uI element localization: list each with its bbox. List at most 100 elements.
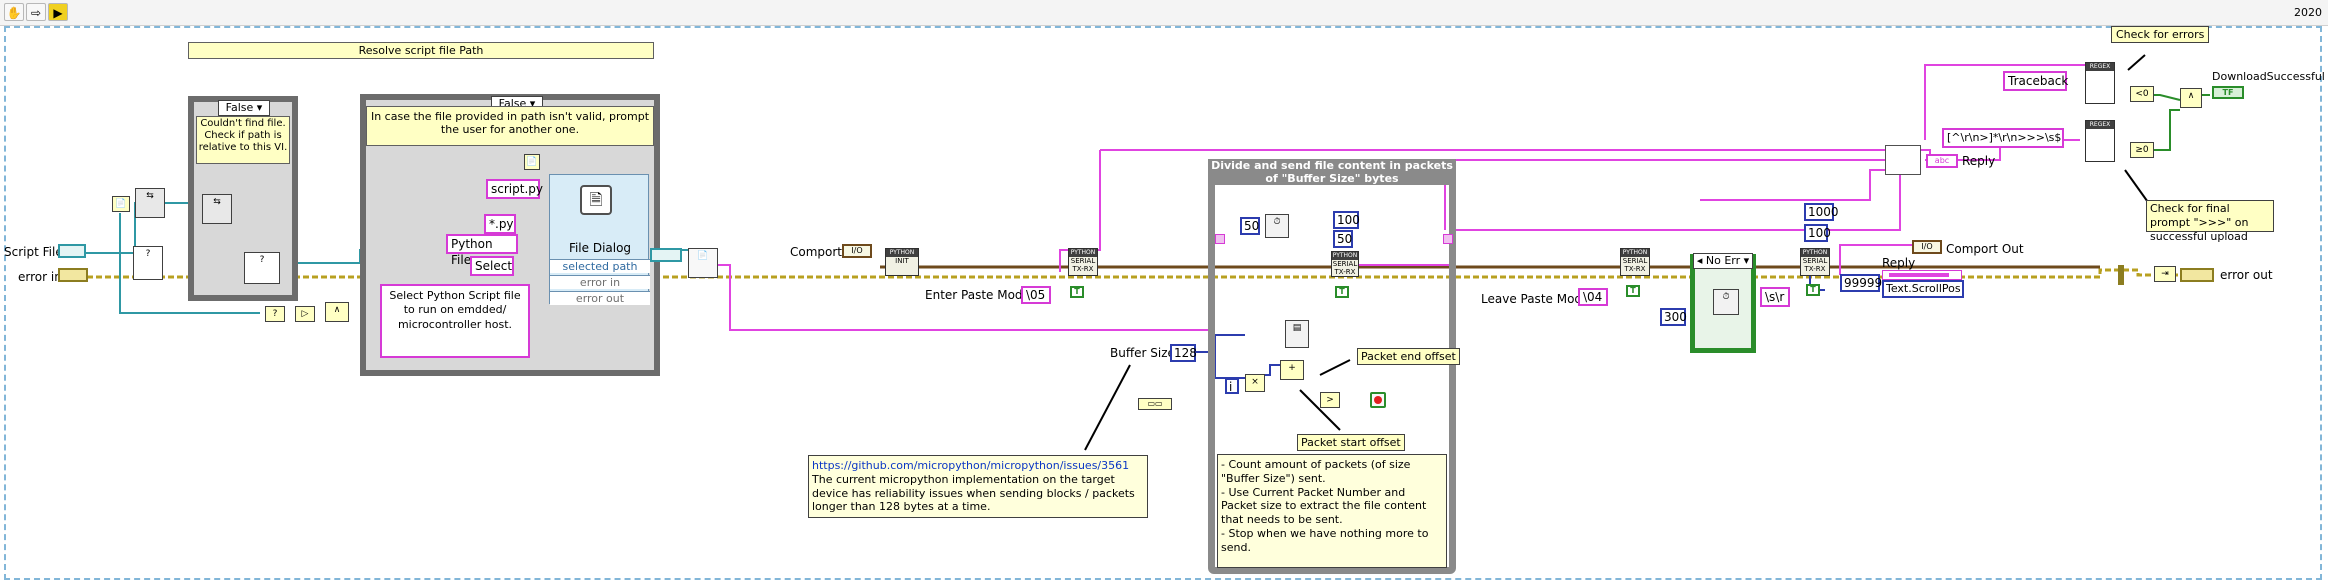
string-subset-icon: ▤ bbox=[1285, 320, 1309, 348]
reply2-label: Reply bbox=[1962, 154, 1996, 168]
select-script-note: Select Python Script file to run on emdd… bbox=[380, 284, 530, 358]
stop-icon bbox=[1374, 396, 1382, 404]
wait-300-const: 300 bbox=[1660, 308, 1687, 326]
error-merge-bar bbox=[2118, 265, 2124, 285]
strip-path-icon: ⇆ bbox=[135, 188, 165, 218]
not-icon: ? bbox=[265, 306, 285, 322]
enter-code-const: \05 bbox=[1021, 286, 1051, 304]
greater-icon: > bbox=[1320, 392, 1340, 408]
while-loop: Divide and send file content in packets … bbox=[1208, 159, 1460, 574]
true-const-1: T bbox=[1070, 286, 1084, 298]
diagram-border bbox=[4, 26, 2322, 580]
shift-register-right bbox=[1443, 234, 1453, 244]
download-ok-label: DownloadSuccessful bbox=[2212, 70, 2325, 83]
file-check-icon: ? bbox=[244, 252, 280, 284]
reply-property-bar bbox=[1889, 273, 1949, 277]
path-control[interactable] bbox=[58, 244, 86, 258]
comport-control[interactable]: I/O bbox=[842, 244, 872, 258]
toolbar: ✋ ⇨ ▶ 2020 bbox=[0, 0, 2328, 26]
script-file-label: Script File bbox=[4, 245, 63, 259]
regex-const: [^\r\n>]*\r\n>>>\s$ bbox=[1942, 128, 2064, 148]
multiply-icon: × bbox=[1245, 374, 1265, 392]
const-100b: 100 bbox=[1804, 224, 1831, 242]
check-prompt-label: Check for final prompt ">>>" on successf… bbox=[2146, 200, 2274, 243]
select-const: Select bbox=[470, 256, 514, 276]
star-py-const: *.py bbox=[484, 214, 516, 234]
leave-code-const: \04 bbox=[1578, 288, 1608, 306]
file-dialog-icon: 🗎 bbox=[580, 185, 612, 215]
stop-terminal[interactable] bbox=[1370, 392, 1386, 408]
wait-300-icon: ⏱ bbox=[1713, 289, 1739, 315]
match-regex-vi-2[interactable]: REGEX bbox=[2085, 120, 2115, 162]
text-scrollpos-node[interactable]: Text.ScrollPos bbox=[1882, 280, 1964, 298]
reply-property-node[interactable] bbox=[1882, 270, 1962, 280]
noerr-selector[interactable]: ◂ No Err ▾ bbox=[1693, 253, 1753, 269]
loop-title: Divide and send file content in packets … bbox=[1208, 159, 1456, 185]
arrow-icon[interactable]: ⇨ bbox=[26, 3, 46, 21]
wait-icon: ⏱ bbox=[1265, 214, 1289, 238]
comport-label: Comport bbox=[790, 245, 843, 259]
const-50: 50 bbox=[1333, 230, 1353, 248]
case1-note: Couldn't find file. Check if path is rel… bbox=[196, 116, 290, 164]
file-dialog-vi[interactable]: 🗎 File Dialog selected path error in err… bbox=[549, 174, 650, 305]
loop-note: - Count amount of packets (of size "Buff… bbox=[1217, 454, 1447, 568]
file-exists-icon: ? bbox=[133, 246, 163, 280]
error-in-control[interactable] bbox=[58, 268, 88, 282]
lt-zero-icon: <0 bbox=[2130, 86, 2154, 102]
path-const-icon: 📄 bbox=[524, 154, 540, 170]
merge-errors-icon: ⇥ bbox=[2154, 266, 2176, 282]
add-icon: + bbox=[1280, 360, 1304, 380]
slash-r-const: \s\r bbox=[1760, 287, 1790, 307]
python-files-const: Python Files bbox=[446, 234, 518, 267]
true-const-2: T bbox=[1335, 286, 1349, 298]
dlg-error-in-terminal[interactable]: error in bbox=[550, 275, 650, 289]
const-1000: 1000 bbox=[1804, 203, 1839, 221]
github-link[interactable]: https://github.com/micropython/micropyth… bbox=[812, 459, 1130, 472]
error-out-label: error out bbox=[2220, 268, 2273, 282]
check-errors-label: Check for errors bbox=[2111, 26, 2210, 43]
buffer-size-const: 128 bbox=[1170, 344, 1197, 362]
case-structure-1: False ▾ Couldn't find file. Check if pat… bbox=[188, 96, 298, 301]
packet-end-label: Packet end offset bbox=[1357, 348, 1460, 365]
packet-start-label: Packet start offset bbox=[1297, 434, 1405, 451]
wait-const: 50 bbox=[1240, 217, 1260, 235]
ge-zero-icon: ≥0 bbox=[2130, 142, 2154, 158]
compare-icon: ▷ bbox=[295, 306, 315, 322]
true-const-4: T bbox=[1806, 284, 1820, 296]
path-indicator bbox=[650, 248, 682, 262]
file-dialog-label: File Dialog bbox=[568, 241, 632, 255]
error-out-indicator bbox=[2180, 268, 2214, 282]
run-arrow-icon[interactable]: ▶ bbox=[48, 3, 68, 21]
and-icon: ∧ bbox=[325, 302, 349, 322]
version-label: 2020 bbox=[2294, 6, 2322, 19]
script-py-const: script.py bbox=[486, 179, 543, 199]
folder-icon: 📄 bbox=[112, 196, 130, 212]
case2-note: In case the file provided in path isn't … bbox=[366, 106, 654, 146]
case-structure-2: False ▾ In case the file provided in pat… bbox=[360, 94, 660, 376]
comport-out-label: Comport Out bbox=[1946, 242, 2024, 256]
hand-icon[interactable]: ✋ bbox=[4, 3, 24, 21]
comport-out-indicator: I/O bbox=[1912, 240, 1942, 254]
case1-selector[interactable]: False ▾ bbox=[218, 100, 270, 116]
enter-paste-label: Enter Paste Mode bbox=[925, 288, 1030, 302]
error-in-label: error in bbox=[18, 270, 62, 284]
traceback-const: Traceback bbox=[2003, 71, 2068, 91]
download-ok-indicator: TF bbox=[2212, 86, 2244, 99]
match-regex-vi-1[interactable]: REGEX bbox=[2085, 62, 2115, 104]
resolve-path-label: Resolve script file Path bbox=[188, 42, 654, 59]
const-100: 100 bbox=[1333, 211, 1360, 229]
leave-paste-label: Leave Paste Mode bbox=[1481, 292, 1590, 306]
dlg-error-out-terminal[interactable]: error out bbox=[550, 291, 650, 305]
buffer-size-label: Buffer Size bbox=[1110, 346, 1175, 360]
const-99999: 99999 bbox=[1840, 274, 1882, 292]
selected-path-terminal[interactable]: selected path bbox=[550, 259, 650, 273]
build-path-icon: ⇆ bbox=[202, 194, 232, 224]
true-const-3: T bbox=[1626, 285, 1640, 297]
bundle-icon: ▭▭ bbox=[1138, 398, 1172, 410]
